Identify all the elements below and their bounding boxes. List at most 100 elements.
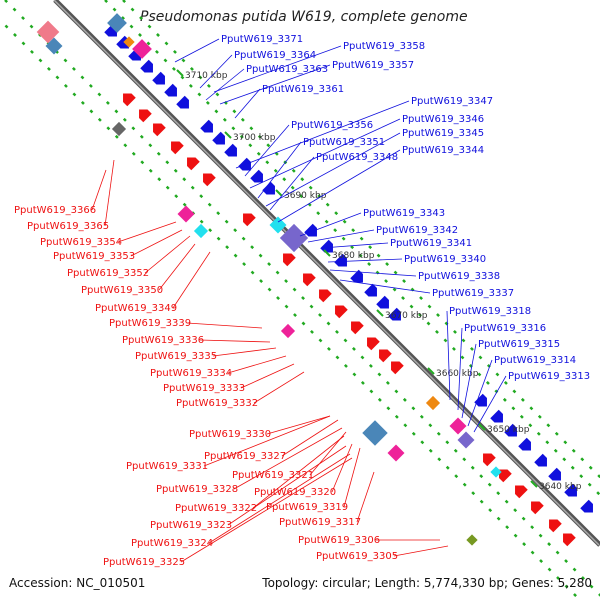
reverse-gene-label-6: PputW619_3349 bbox=[95, 303, 177, 314]
tick-label-4: 3670 kbp bbox=[385, 311, 428, 321]
reverse-gene-label-16: PputW619_3321 bbox=[232, 470, 314, 481]
tick-label-3: 3680 kbp bbox=[332, 251, 375, 261]
tick-mark-1 bbox=[224, 131, 232, 139]
reverse-gene-7 bbox=[283, 253, 296, 267]
reverse-gene-label-23: PputW619_3306 bbox=[298, 535, 380, 546]
forward-leader-4 bbox=[219, 64, 331, 105]
length-label: Length: bbox=[374, 576, 421, 590]
forward-gene-8 bbox=[212, 131, 225, 145]
forward-leader-9 bbox=[257, 141, 302, 199]
forward-leader-16 bbox=[327, 258, 403, 263]
forward-gene-label-17: PputW619_3338 bbox=[418, 271, 500, 282]
forward-leader-0 bbox=[174, 38, 220, 63]
tick-mark-7 bbox=[530, 480, 538, 488]
forward-leader-6 bbox=[235, 100, 410, 169]
forward-gene-label-20: PputW619_3316 bbox=[464, 323, 546, 334]
reverse-leader-2 bbox=[117, 221, 177, 243]
forward-gene-9 bbox=[224, 143, 237, 157]
forward-gene-label-5: PputW619_3361 bbox=[262, 84, 344, 95]
reverse-leader-18 bbox=[331, 443, 353, 493]
reverse-leader-6 bbox=[172, 251, 211, 309]
forward-gene-25 bbox=[548, 467, 561, 481]
forward-leader-15 bbox=[321, 242, 389, 249]
forward-gene-label-21: PputW619_3315 bbox=[478, 339, 560, 350]
accession-info: Accession: NC_010501 bbox=[9, 576, 145, 590]
forward-gene-label-8: PputW619_3346 bbox=[402, 114, 484, 125]
feature-box-13 bbox=[466, 534, 478, 546]
forward-gene-label-19: PputW619_3318 bbox=[449, 306, 531, 317]
reverse-leader-3 bbox=[130, 229, 183, 257]
reverse-gene-label-7: PputW619_3339 bbox=[109, 318, 191, 329]
reverse-gene-0 bbox=[123, 93, 136, 107]
forward-leader-22 bbox=[467, 359, 493, 427]
forward-gene-label-14: PputW619_3342 bbox=[376, 225, 458, 236]
reverse-leader-14 bbox=[281, 419, 339, 457]
dotted-track-lower-inner bbox=[104, 0, 600, 497]
reverse-leader-10 bbox=[227, 355, 287, 374]
tick-mark-6 bbox=[478, 423, 486, 431]
forward-leader-12 bbox=[277, 149, 401, 223]
accession-label: Accession: bbox=[9, 576, 73, 590]
genome-stats: Topology: circular; Length: 5,774,330 bp… bbox=[262, 576, 592, 590]
forward-gene-label-0: PputW619_3371 bbox=[221, 34, 303, 45]
reverse-leader-15 bbox=[203, 415, 331, 467]
forward-leader-3 bbox=[213, 45, 342, 93]
forward-leader-1 bbox=[199, 54, 233, 89]
tick-mark-2 bbox=[275, 189, 283, 197]
reverse-gene-label-8: PputW619_3336 bbox=[122, 335, 204, 346]
feature-box-8 bbox=[387, 444, 405, 462]
reverse-gene-label-1: PputW619_3365 bbox=[27, 221, 109, 232]
tick-mark-5 bbox=[427, 367, 435, 375]
feature-box-6 bbox=[193, 223, 209, 239]
reverse-gene-11 bbox=[351, 321, 364, 335]
tick-label-5: 3660 kbp bbox=[436, 369, 479, 379]
reverse-gene-label-21: PputW619_3317 bbox=[279, 517, 361, 528]
dotted-track-lower-outer bbox=[122, 0, 600, 479]
reverse-gene-4 bbox=[187, 157, 200, 171]
accession-value: NC_010501 bbox=[76, 576, 146, 590]
feature-box-5 bbox=[177, 205, 195, 223]
feature-box-12 bbox=[490, 466, 502, 478]
reverse-gene-16 bbox=[499, 469, 512, 483]
tick-label-2: 3690 kbp bbox=[284, 191, 327, 201]
reverse-gene-label-10: PputW619_3334 bbox=[150, 368, 232, 379]
reverse-gene-13 bbox=[379, 349, 392, 363]
genes-label: Genes: bbox=[511, 576, 554, 590]
forward-leader-13 bbox=[299, 212, 362, 237]
reverse-gene-label-0: PputW619_3366 bbox=[14, 205, 96, 216]
forward-gene-12 bbox=[262, 181, 275, 195]
forward-leader-5 bbox=[234, 88, 261, 119]
reverse-gene-label-3: PputW619_3353 bbox=[53, 251, 135, 262]
reverse-gene-2 bbox=[153, 123, 166, 137]
forward-gene-26 bbox=[564, 483, 577, 497]
repeat-box-2 bbox=[107, 13, 127, 33]
reverse-leader-4 bbox=[144, 235, 191, 274]
forward-gene-1 bbox=[116, 35, 129, 49]
forward-gene-label-15: PputW619_3341 bbox=[390, 238, 472, 249]
forward-gene-3 bbox=[140, 59, 153, 73]
reverse-gene-label-20: PputW619_3319 bbox=[266, 502, 348, 513]
tick-label-7: 3640 kbp bbox=[539, 482, 582, 492]
forward-gene-label-2: PputW619_3363 bbox=[246, 64, 328, 75]
forward-gene-label-13: PputW619_3343 bbox=[363, 208, 445, 219]
forward-gene-4 bbox=[152, 71, 165, 85]
forward-gene-label-3: PputW619_3358 bbox=[343, 41, 425, 52]
reverse-gene-label-14: PputW619_3327 bbox=[204, 451, 286, 462]
forward-gene-label-12: PputW619_3344 bbox=[402, 145, 484, 156]
forward-gene-label-23: PputW619_3313 bbox=[508, 371, 590, 382]
repeat-box-1 bbox=[45, 37, 63, 55]
genome-title: Pseudomonas putida W619, complete genome bbox=[140, 9, 468, 25]
reverse-gene-3 bbox=[171, 141, 184, 155]
reverse-leader-0 bbox=[91, 169, 107, 211]
forward-gene-6 bbox=[176, 95, 189, 109]
reverse-gene-label-17: PputW619_3328 bbox=[156, 484, 238, 495]
reverse-leader-12 bbox=[253, 371, 305, 404]
forward-leader-17 bbox=[329, 269, 417, 277]
forward-gene-20 bbox=[474, 393, 487, 407]
feature-box-10 bbox=[449, 417, 467, 435]
forward-leader-19 bbox=[446, 310, 451, 401]
reverse-gene-label-24: PputW619_3324 bbox=[131, 538, 213, 549]
forward-gene-label-10: PputW619_3345 bbox=[402, 128, 484, 139]
forward-gene-label-18: PputW619_3337 bbox=[432, 288, 514, 299]
